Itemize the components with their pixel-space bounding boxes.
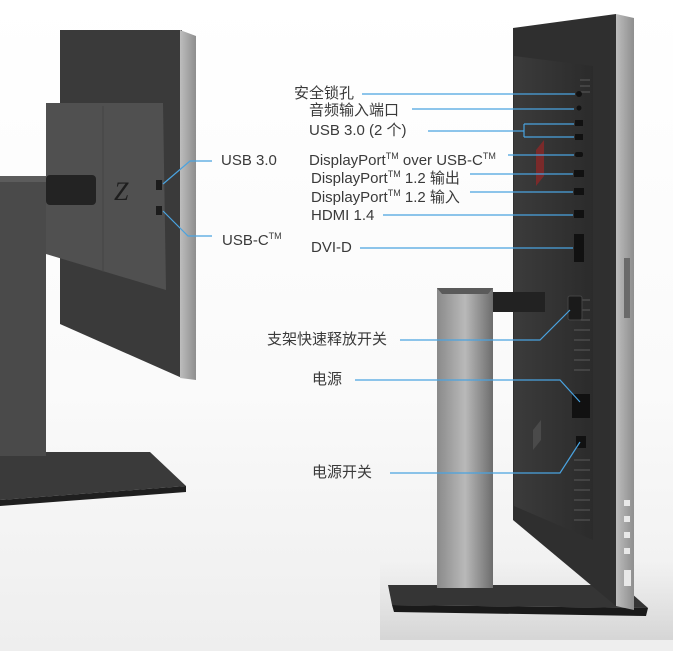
callout-audio: 音频输入端口 (309, 102, 399, 120)
callout-quick-release-label: 支架快速释放开关 (267, 331, 388, 348)
osd-button-4 (624, 548, 630, 554)
callout-power-switch-label: 电源开关 (312, 464, 373, 481)
callout-dp-in-label-a: DisplayPort (311, 189, 388, 206)
callout-dp-over-usbc: DisplayPortTM over USB-CTM (309, 147, 496, 170)
callout-usb30-label: USB 3.0 (221, 152, 277, 169)
callout-quick-release: 支架快速释放开关 (267, 331, 387, 349)
leader-power (355, 379, 581, 403)
callout-usb30-x2-label: USB 3.0 (2 个) (309, 122, 407, 139)
leader-usbc (162, 210, 212, 237)
left-stand-base (0, 452, 186, 500)
callout-dp-out-label-a: DisplayPort (311, 170, 388, 187)
callout-dp-over-usbc-label-a: DisplayPort (309, 152, 386, 169)
trademark-mark: TM (385, 151, 399, 161)
callout-usb30-x2: USB 3.0 (2 个) (309, 122, 407, 140)
leader-usb30 (162, 160, 212, 185)
left-monitor-bezel-edge (180, 30, 196, 380)
left-stand-hinge (46, 175, 96, 205)
callout-usb30: USB 3.0 (221, 152, 277, 170)
rear-io-ports (567, 91, 590, 448)
osd-button-1 (624, 500, 630, 506)
callout-dp-out: DisplayPortTM 1.2 输出 (311, 165, 460, 188)
right-stand-base (388, 585, 648, 608)
callout-security-lock: 安全锁孔 (294, 85, 354, 103)
usb-port-a (575, 120, 583, 126)
left-back-cover (46, 103, 166, 290)
osd-button-3 (624, 532, 630, 538)
trademark-mark: TM (387, 188, 401, 198)
left-usbc-port (156, 206, 162, 215)
dvi-port (574, 234, 584, 262)
hdmi-port (574, 210, 584, 218)
callout-hdmi: HDMI 1.4 (311, 207, 374, 225)
power-connector (572, 394, 590, 418)
right-monitor (380, 14, 673, 640)
security-lock-slot (576, 91, 582, 97)
z-logo: Z (114, 177, 129, 206)
callout-dp-over-usbc-label-b: over USB-C (398, 152, 483, 169)
callout-power-switch: 电源开关 (312, 464, 372, 482)
callout-power-label: 电源 (312, 371, 343, 388)
power-switch (576, 436, 586, 448)
callout-audio-label: 音频输入端口 (309, 102, 400, 119)
left-stand-neck (0, 176, 46, 456)
dp-in-port (574, 188, 584, 195)
audio-port (576, 105, 582, 111)
osd-power-button (624, 570, 631, 586)
right-stand-arm (493, 292, 545, 312)
callout-hdmi-label: HDMI 1.4 (311, 207, 375, 224)
trademark-mark: TM (268, 231, 282, 241)
leader-quick-release (400, 309, 571, 341)
leader-lines (162, 93, 581, 474)
callout-power: 电源 (312, 371, 342, 389)
callout-usbc-label: USB-C (222, 232, 269, 249)
usb-port-b (575, 134, 583, 140)
callout-usbc: USB-CTM (222, 227, 282, 250)
trademark-mark: TM (387, 169, 401, 179)
callout-dvid: DVI-D (311, 239, 352, 257)
callout-dp-out-label-b: 1.2 输出 (400, 170, 460, 187)
usbc-port (575, 152, 583, 157)
callout-dp-in: DisplayPortTM 1.2 输入 (311, 184, 460, 207)
trademark-mark: TM (482, 151, 496, 161)
right-back-housing (514, 56, 593, 540)
dp-out-port (574, 170, 584, 177)
callout-security-lock-label: 安全锁孔 (294, 85, 355, 102)
left-monitor: Z (0, 30, 196, 506)
right-stand-post (437, 288, 493, 588)
leader-power-switch (390, 441, 581, 474)
osd-button-2 (624, 516, 630, 522)
callout-dp-in-label-b: 1.2 输入 (400, 189, 460, 206)
callout-dvid-label: DVI-D (311, 239, 352, 256)
left-usb30-port (156, 180, 162, 190)
quick-release-latch (567, 295, 583, 321)
